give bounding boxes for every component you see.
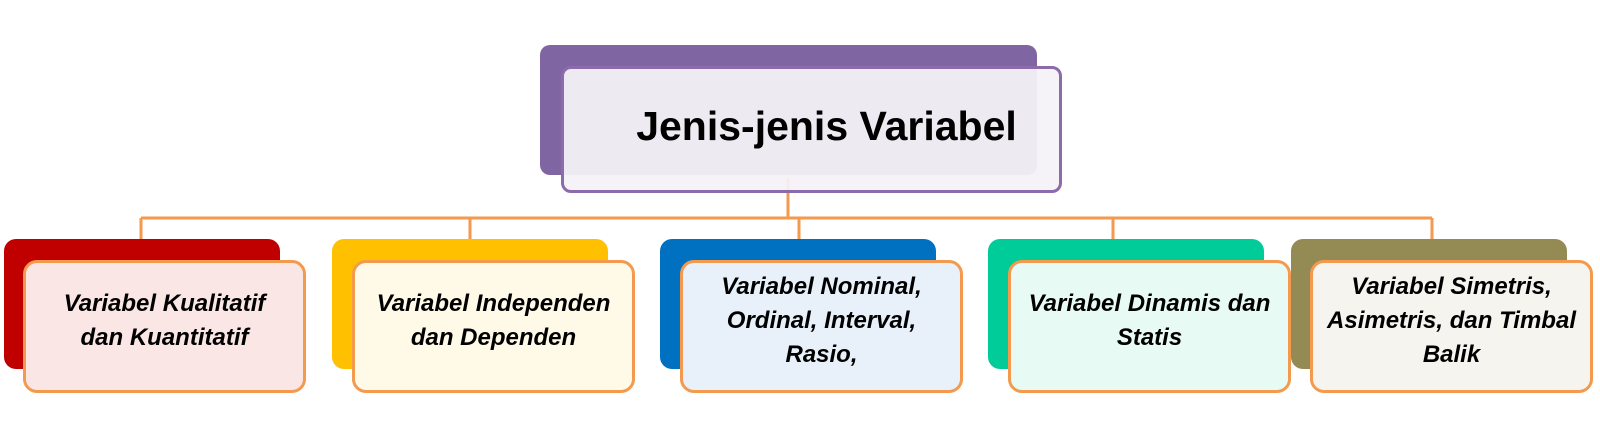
child-label-5: Variabel Simetris, Asimetris, dan Timbal… (1327, 272, 1576, 368)
child-label-2: Variabel Independen dan Dependen (376, 289, 611, 351)
child-label-4: Variabel Dinamis dan Statis (1028, 289, 1271, 351)
child-node-2: Variabel Independen dan Dependen (352, 260, 635, 393)
child-label-1: Variabel Kualitatif dan Kuantitatif (63, 289, 266, 351)
child-node-5: Variabel Simetris, Asimetris, dan Timbal… (1310, 260, 1593, 393)
root-title: Jenis-jenis Variabel (636, 103, 1017, 149)
child-node-3: Variabel Nominal, Ordinal, Interval, Ras… (680, 260, 963, 393)
child-label-3: Variabel Nominal, Ordinal, Interval, Ras… (721, 272, 922, 368)
root-node: Jenis-jenis Variabel (561, 66, 1062, 193)
child-node-1: Variabel Kualitatif dan Kuantitatif (23, 260, 306, 393)
child-node-4: Variabel Dinamis dan Statis (1008, 260, 1291, 393)
